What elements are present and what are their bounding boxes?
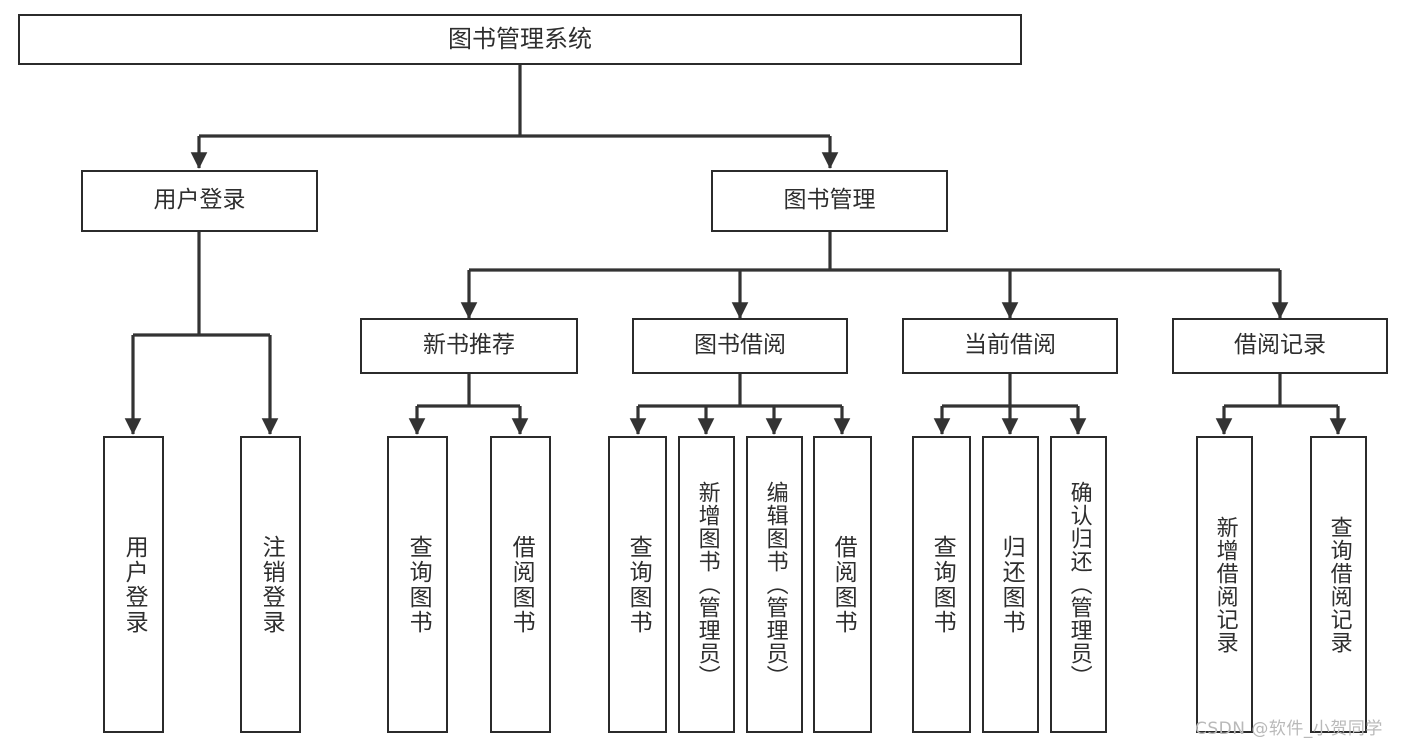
node-leaf-add-borrow-record[interactable]: 新增借阅记录 — [1196, 436, 1253, 733]
node-new-book-recommend[interactable]: 新书推荐 — [360, 318, 578, 374]
node-leaf-borrow-book-1[interactable]: 借阅图书 — [490, 436, 551, 733]
node-leaf-query-book-1[interactable]: 查询图书 — [387, 436, 448, 733]
node-leaf-query-borrow-record-label: 查询借阅记录 — [1326, 515, 1352, 654]
node-leaf-return-book[interactable]: 归还图书 — [982, 436, 1039, 733]
node-book-borrow[interactable]: 图书借阅 — [632, 318, 848, 374]
node-leaf-logout-login[interactable]: 注销登录 — [240, 436, 301, 733]
node-user-login[interactable]: 用户登录 — [81, 170, 318, 232]
node-leaf-query-book-2[interactable]: 查询图书 — [608, 436, 667, 733]
node-leaf-edit-book-admin[interactable]: 编辑图书（管理员） — [746, 436, 803, 733]
node-book-manage-label: 图书管理 — [783, 187, 876, 214]
node-book-manage[interactable]: 图书管理 — [711, 170, 948, 232]
node-leaf-query-book-3[interactable]: 查询图书 — [912, 436, 971, 733]
node-new-book-recommend-label: 新书推荐 — [423, 332, 515, 359]
node-leaf-confirm-return-admin-label: 确认归还（管理员） — [1066, 481, 1092, 688]
node-root-label: 图书管理系统 — [448, 25, 592, 54]
node-book-borrow-label: 图书借阅 — [694, 332, 786, 359]
node-root[interactable]: 图书管理系统 — [18, 14, 1022, 65]
node-leaf-edit-book-admin-label: 编辑图书（管理员） — [762, 481, 788, 688]
node-leaf-user-login[interactable]: 用户登录 — [103, 436, 164, 733]
node-leaf-query-book-1-label: 查询图书 — [405, 534, 432, 635]
node-current-borrow-label: 当前借阅 — [964, 332, 1056, 359]
node-leaf-add-book-admin-label: 新增图书（管理员） — [694, 481, 720, 688]
csdn-watermark: CSDN @软件_小贺同学 — [1195, 719, 1383, 739]
node-leaf-query-book-2-label: 查询图书 — [625, 534, 652, 635]
node-user-login-label: 用户登录 — [153, 187, 246, 214]
node-leaf-query-book-3-label: 查询图书 — [929, 534, 956, 635]
node-leaf-confirm-return-admin[interactable]: 确认归还（管理员） — [1050, 436, 1107, 733]
node-leaf-borrow-book-1-label: 借阅图书 — [508, 534, 535, 635]
node-leaf-add-borrow-record-label: 新增借阅记录 — [1212, 515, 1238, 654]
node-borrow-record[interactable]: 借阅记录 — [1172, 318, 1388, 374]
node-leaf-borrow-book-2-label: 借阅图书 — [830, 534, 857, 635]
node-current-borrow[interactable]: 当前借阅 — [902, 318, 1118, 374]
node-leaf-return-book-label: 归还图书 — [998, 534, 1025, 635]
node-leaf-add-book-admin[interactable]: 新增图书（管理员） — [678, 436, 735, 733]
node-leaf-user-login-label: 用户登录 — [121, 534, 148, 635]
node-leaf-borrow-book-2[interactable]: 借阅图书 — [813, 436, 872, 733]
node-borrow-record-label: 借阅记录 — [1234, 332, 1326, 359]
node-leaf-query-borrow-record[interactable]: 查询借阅记录 — [1310, 436, 1367, 733]
node-leaf-logout-login-label: 注销登录 — [258, 534, 285, 635]
